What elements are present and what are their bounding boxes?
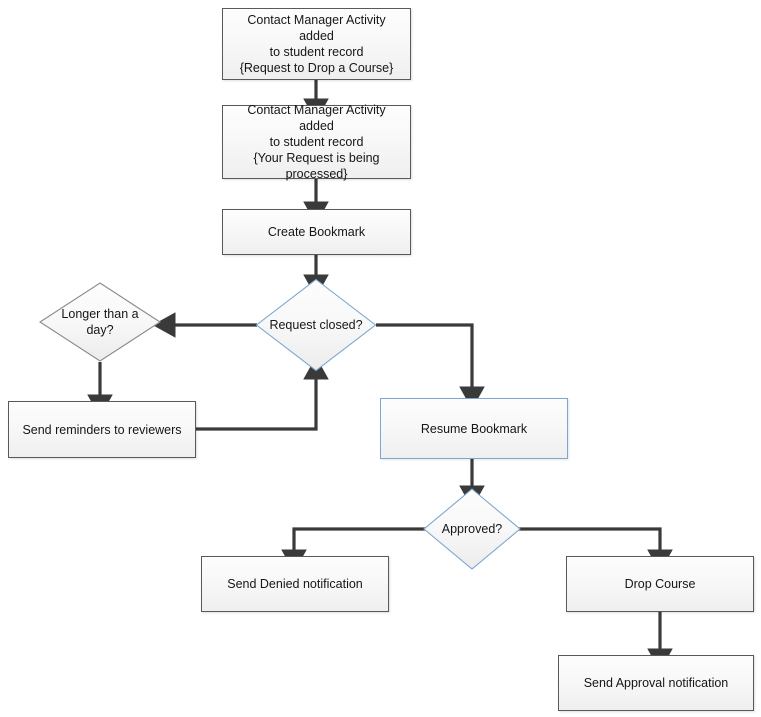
node-send-reminders[interactable]: Send reminders to reviewers <box>8 401 196 458</box>
node-label: Drop Course <box>624 577 696 591</box>
node-contact-manager-processing[interactable]: Contact Manager Activity added to studen… <box>222 103 411 181</box>
node-request-closed[interactable]: Request closed? <box>254 277 378 373</box>
edge-approved-to-drop-course <box>519 527 673 573</box>
node-create-bookmark[interactable]: Create Bookmark <box>222 209 411 255</box>
node-drop-course[interactable]: Drop Course <box>566 556 754 612</box>
edge-send-reminders-to-request-closed <box>195 356 329 431</box>
node-send-denied-notification[interactable]: Send Denied notification <box>201 556 389 612</box>
node-approved[interactable]: Approved? <box>422 487 522 571</box>
node-contact-manager-request[interactable]: Contact Manager Activity added to studen… <box>222 8 411 80</box>
diamond-shape <box>38 282 162 362</box>
node-label: Send Denied notification <box>227 577 363 591</box>
edge-request-closed-to-resume-bookmark <box>376 323 485 410</box>
node-label: Contact Manager Activity added to studen… <box>247 103 386 181</box>
node-longer-than-a-day[interactable]: Longer than a day? <box>38 281 162 363</box>
node-label: Send reminders to reviewers <box>22 422 182 437</box>
diamond-shape <box>423 488 521 570</box>
node-label: Create Bookmark <box>267 225 366 239</box>
node-resume-bookmark[interactable]: Resume Bookmark <box>380 398 568 459</box>
node-label: Send Approval notification <box>583 676 729 690</box>
node-label: Resume Bookmark <box>420 421 528 436</box>
node-send-approval-notification[interactable]: Send Approval notification <box>558 655 754 711</box>
edge-approved-to-send-denied <box>281 527 425 573</box>
node-label: Contact Manager Activity added to studen… <box>239 13 394 75</box>
diamond-shape <box>255 278 377 372</box>
